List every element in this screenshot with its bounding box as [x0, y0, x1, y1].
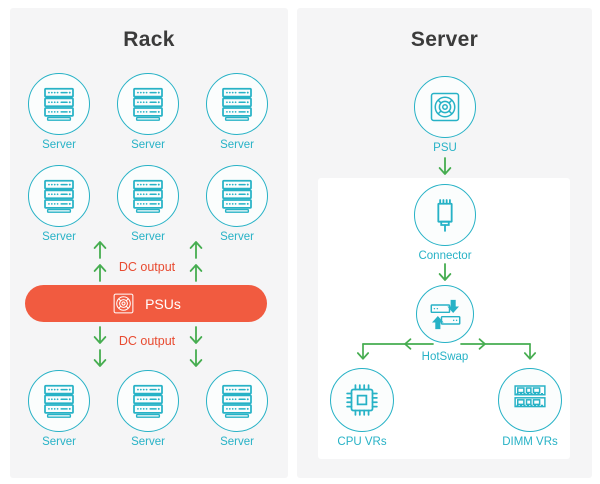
rack-panel-title: Rack — [123, 28, 175, 51]
cpu-chip-icon — [346, 384, 378, 416]
branch-connector — [356, 338, 537, 360]
node-circle — [414, 184, 476, 246]
server-icon — [222, 179, 252, 214]
cpu-vrs-label: CPU VRs — [337, 436, 387, 448]
node-circle — [416, 285, 474, 343]
arrow-down-icon — [438, 263, 452, 281]
node-circle — [28, 370, 90, 432]
dimm-vrs-node: DIMM VRs — [495, 368, 565, 448]
dc-output-label: DC output — [118, 260, 176, 274]
connector-node: Connector — [410, 184, 480, 262]
server-icon — [44, 87, 74, 122]
server-node: Server — [202, 73, 272, 151]
node-circle — [117, 73, 179, 135]
server-node: Server — [113, 73, 183, 151]
server-label: Server — [131, 139, 165, 151]
psus-bar-label: PSUs — [145, 295, 181, 312]
server-label: Server — [42, 231, 76, 243]
hotswap-node: HotSwap — [410, 285, 480, 363]
server-icon — [133, 384, 163, 419]
connector-label: Connector — [418, 250, 472, 262]
node-circle — [414, 76, 476, 138]
node-circle — [206, 165, 268, 227]
server-label: Server — [220, 139, 254, 151]
server-label: Server — [42, 436, 76, 448]
dimm-vrs-label: DIMM VRs — [502, 436, 558, 448]
server-panel-title: Server — [410, 28, 479, 51]
psu-icon — [113, 293, 134, 314]
server-icon — [44, 384, 74, 419]
server-label: Server — [220, 231, 254, 243]
hotswap-label: HotSwap — [421, 351, 469, 363]
server-node: Server — [113, 370, 183, 448]
server-node: Server — [24, 73, 94, 151]
cpu-vrs-node: CPU VRs — [327, 368, 397, 448]
node-circle — [498, 368, 562, 432]
server-node: Server — [24, 370, 94, 448]
psu-icon — [430, 92, 460, 122]
server-node: Server — [24, 165, 94, 243]
connector-icon — [437, 199, 453, 232]
node-circle — [28, 73, 90, 135]
node-circle — [117, 165, 179, 227]
server-node: Server — [113, 165, 183, 243]
server-label: Server — [220, 436, 254, 448]
node-circle — [117, 370, 179, 432]
server-label: Server — [131, 436, 165, 448]
psu-node: PSU — [410, 76, 480, 154]
server-icon — [222, 87, 252, 122]
server-icon — [222, 384, 252, 419]
psu-label: PSU — [433, 142, 457, 154]
server-node: Server — [202, 165, 272, 243]
node-circle — [206, 73, 268, 135]
server-label: Server — [42, 139, 76, 151]
dimm-memory-icon — [514, 385, 546, 408]
server-panel: Server PSU Connector — [297, 8, 592, 478]
node-circle — [28, 165, 90, 227]
hotswap-icon — [430, 298, 460, 330]
server-icon — [133, 87, 163, 122]
server-label: Server — [131, 231, 165, 243]
psus-bar: PSUs — [25, 285, 267, 322]
rack-panel: Rack Server Server Server Server Server … — [10, 8, 288, 478]
server-node: Server — [202, 370, 272, 448]
server-icon — [133, 179, 163, 214]
server-internals-box: Connector HotSwap CPU VRs — [318, 178, 570, 459]
dc-output-label: DC output — [118, 334, 176, 348]
arrow-down-icon — [438, 157, 452, 175]
server-icon — [44, 179, 74, 214]
node-circle — [206, 370, 268, 432]
node-circle — [330, 368, 394, 432]
